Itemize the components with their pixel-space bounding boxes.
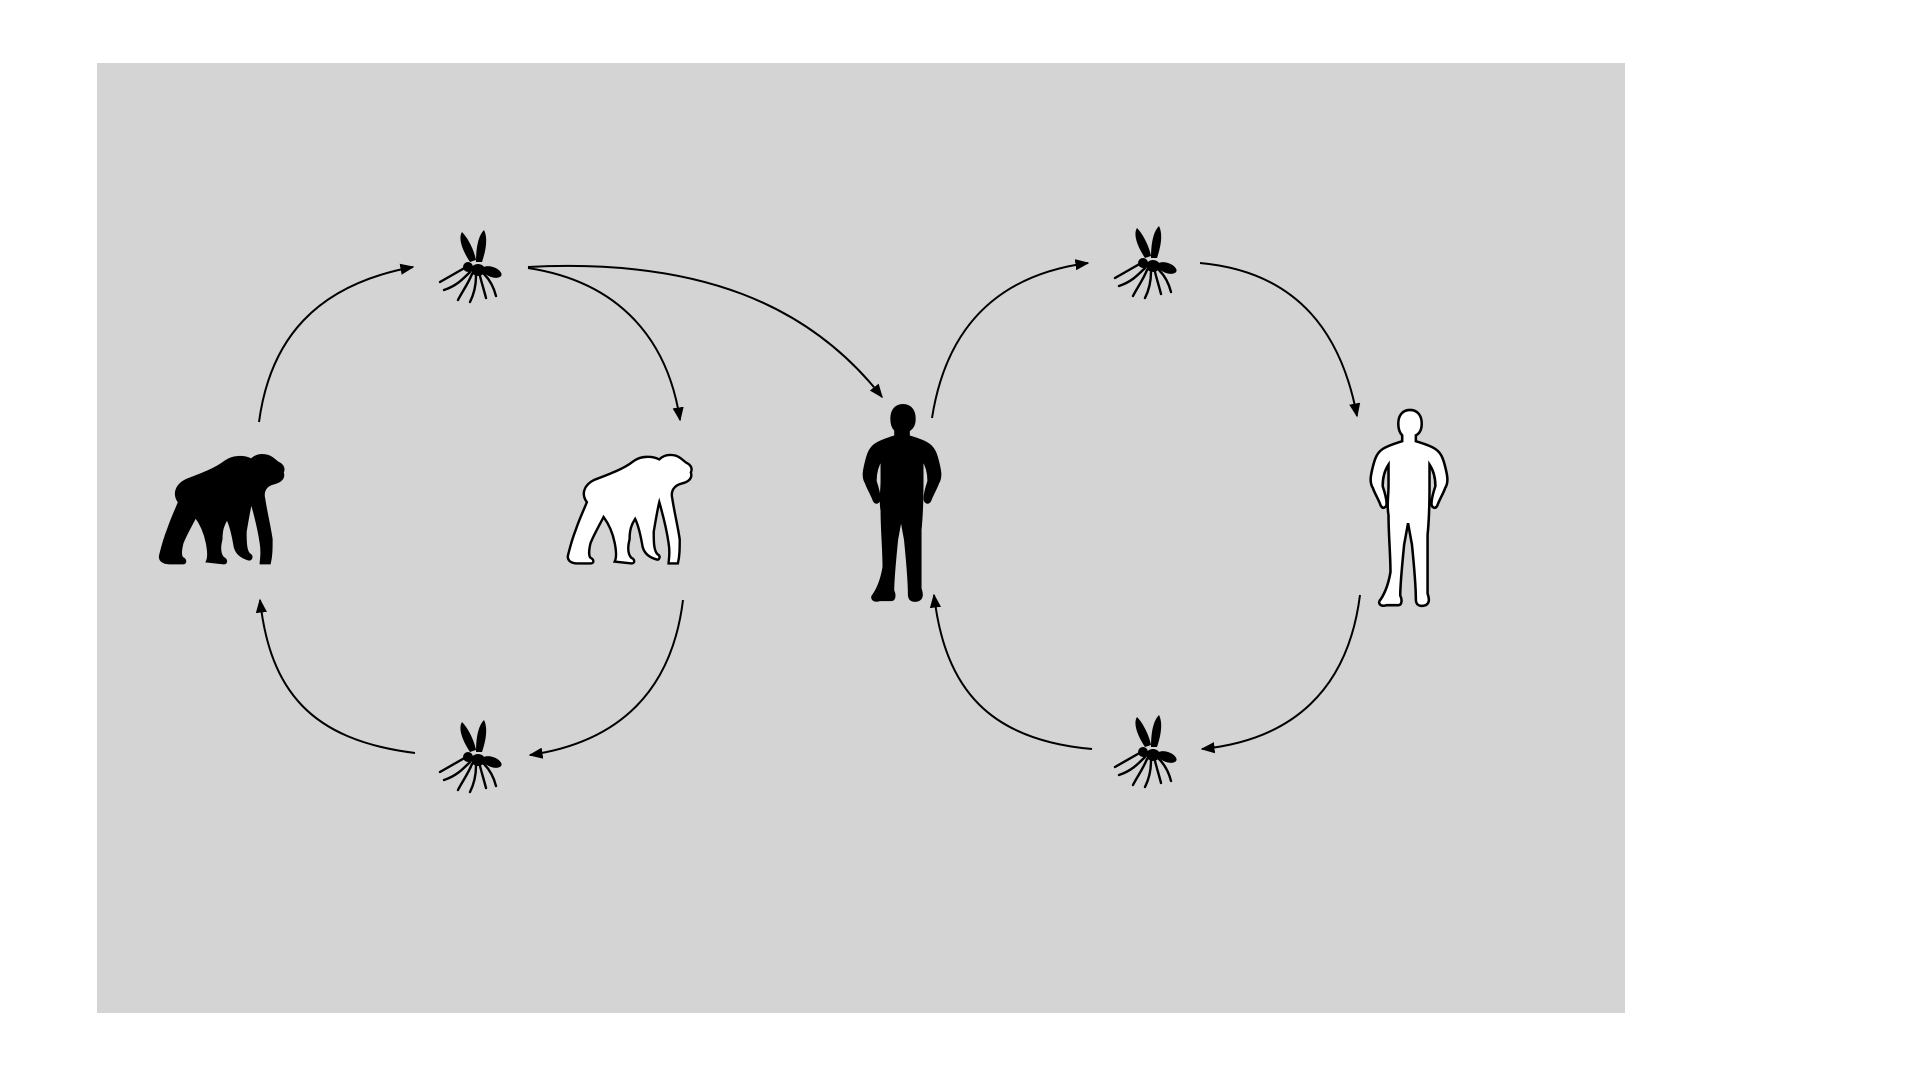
edges xyxy=(255,259,1361,759)
arrow-mosquito-to-ape-infected xyxy=(255,598,416,754)
arrow-mosquito-to-human-infected-return xyxy=(929,593,1093,750)
diagram-panel xyxy=(97,63,1625,1013)
arrow-mosquito-to-human-infected xyxy=(527,264,883,399)
arrow-human-infected-to-mosquito xyxy=(931,259,1090,419)
arrow-ape-infected-to-mosquito xyxy=(258,263,415,423)
arrow-human-susceptible-to-mosquito xyxy=(1200,594,1361,754)
arrow-mosquito-to-ape-susceptible xyxy=(527,267,684,422)
arrow-mosquito-to-human-susceptible xyxy=(1199,262,1361,418)
arrow-ape-susceptible-to-mosquito xyxy=(528,599,684,759)
